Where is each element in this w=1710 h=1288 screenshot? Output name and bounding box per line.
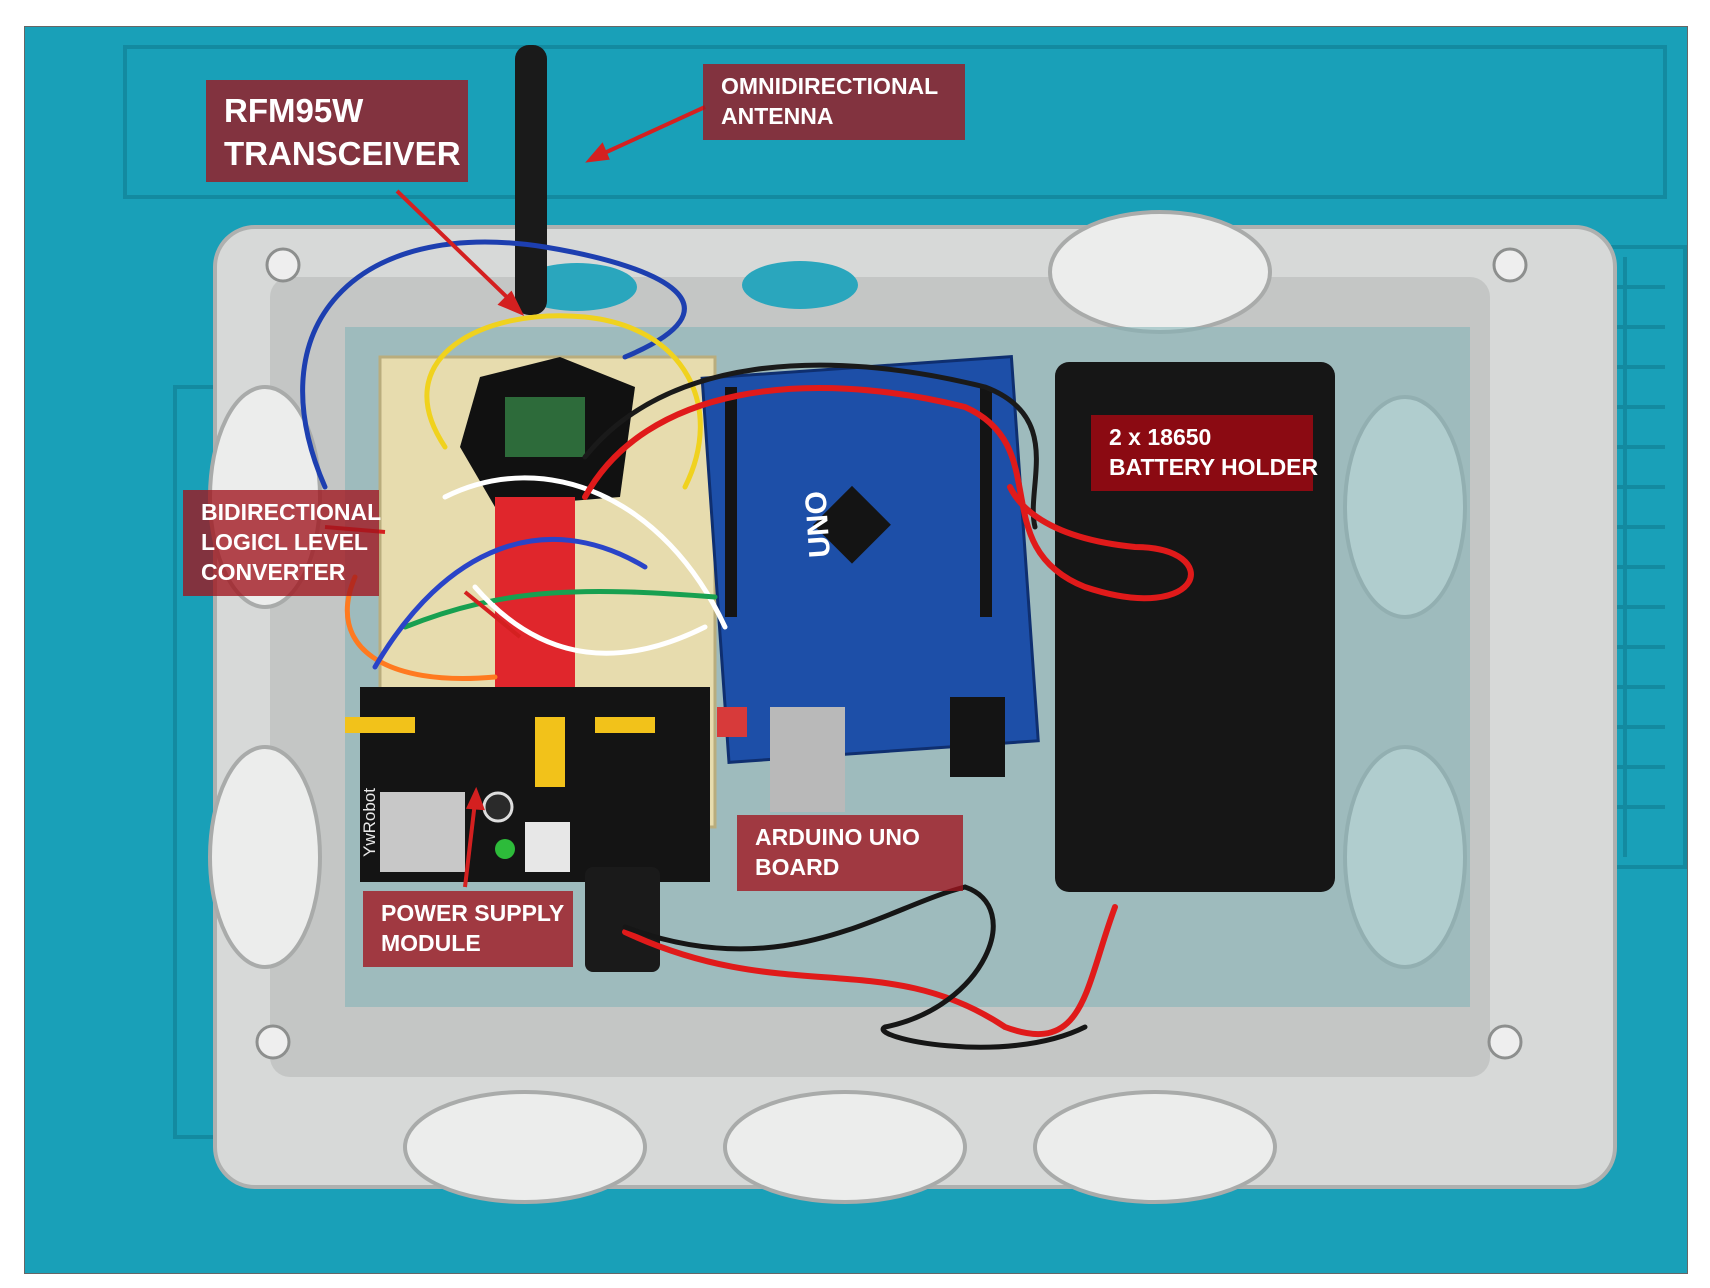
callout-rfm95w-transceiver: RFM95W TRANSCEIVER <box>206 80 468 182</box>
callout-line: LOGICL LEVEL <box>201 528 368 555</box>
battery-holder <box>1055 362 1335 892</box>
enclosure-photo: YwRobot UNO <box>25 27 1687 1273</box>
antenna <box>515 45 547 315</box>
callout-line: MODULE <box>381 929 481 956</box>
dc-jack <box>950 697 1005 777</box>
usb-b-connector <box>770 707 845 812</box>
callout-line: 2 x 18650 <box>1109 424 1212 450</box>
callout-line: ARDUINO UNO <box>755 824 920 850</box>
atmega-chip <box>813 485 891 564</box>
callout-power-supply-module: POWER SUPPLY MODULE <box>363 891 573 967</box>
reset-button <box>717 707 747 737</box>
board-brand-label: YwRobot <box>360 788 379 857</box>
usb-port <box>380 792 465 872</box>
callout-line: BOARD <box>755 853 840 880</box>
capacitor <box>482 791 514 823</box>
level-converter-board <box>495 497 575 707</box>
jumper-wires <box>300 239 1194 1050</box>
screw-posts <box>255 247 1528 1060</box>
rfm95w-chip <box>505 397 585 457</box>
callout-line: OMNIDIRECTIONAL <box>721 73 939 99</box>
green-led <box>495 839 515 859</box>
callout-line: POWER SUPPLY <box>381 900 565 926</box>
callout-line: BIDIRECTIONAL <box>201 499 382 525</box>
callout-arduino-uno-board: ARDUINO UNO BOARD <box>737 815 963 891</box>
callout-line: CONVERTER <box>201 558 346 585</box>
callout-omnidirectional-antenna: OMNIDIRECTIONAL ANTENNA <box>703 64 965 140</box>
callout-battery-holder: 2 x 18650 BATTERY HOLDER <box>1091 415 1319 491</box>
photo-frame: YwRobot UNO <box>24 26 1688 1274</box>
header-digital <box>725 387 737 617</box>
callout-line: BATTERY HOLDER <box>1109 453 1319 480</box>
uno-silkscreen: UNO <box>799 490 837 559</box>
power-switch <box>525 822 570 872</box>
callout-line: TRANSCEIVER <box>224 134 461 172</box>
barrel-plug <box>585 867 660 972</box>
callout-line: RFM95W <box>224 92 364 129</box>
callout-line: ANTENNA <box>721 102 834 129</box>
header-analog <box>980 387 992 617</box>
jumpers <box>345 717 655 787</box>
annotation-arrows <box>324 105 706 888</box>
callout-logic-level-converter: BIDIRECTIONAL LOGICL LEVEL CONVERTER <box>183 490 382 596</box>
